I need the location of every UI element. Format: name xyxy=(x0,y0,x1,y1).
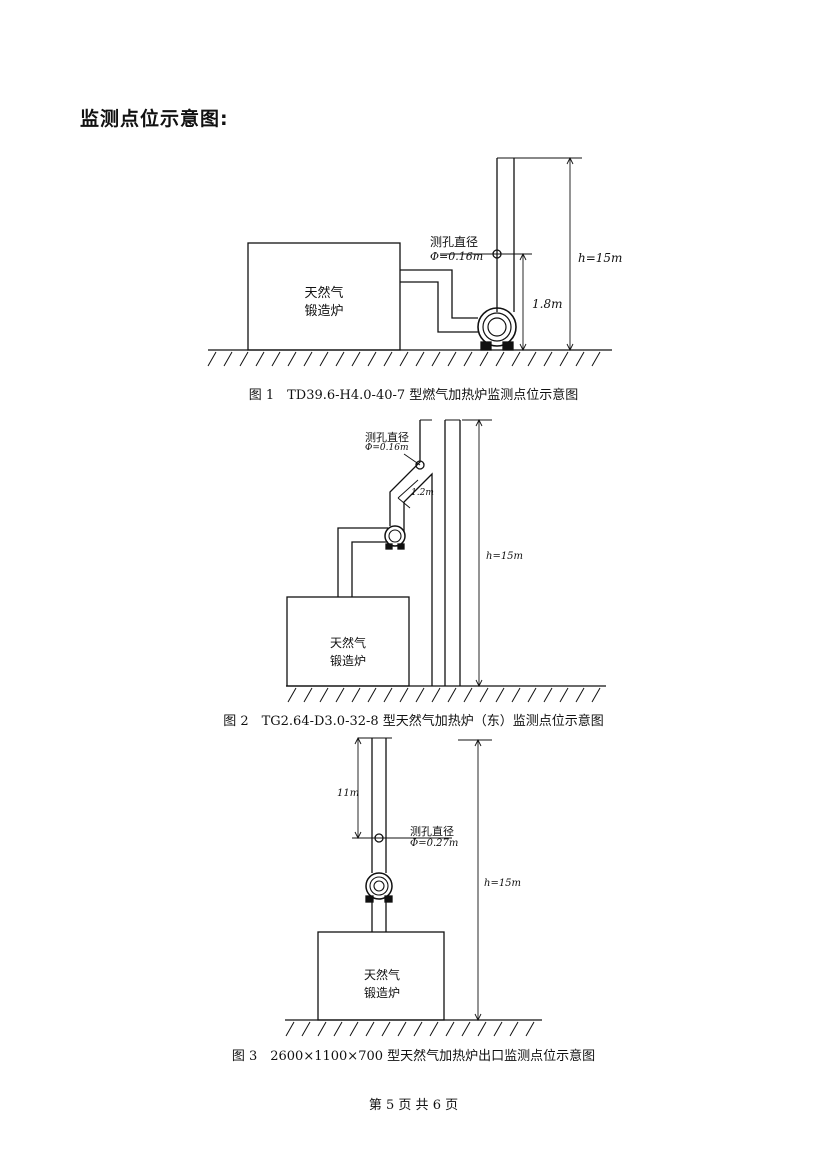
ground-hatch xyxy=(207,351,601,367)
riser-right xyxy=(351,541,388,597)
furnace-label-line1: 天然气 xyxy=(363,968,400,982)
page-title: 监测点位示意图: xyxy=(80,108,229,130)
duct-upper xyxy=(400,269,478,319)
figure-1-diagram xyxy=(207,156,612,367)
ground-hatch xyxy=(287,687,601,703)
figure-3-caption: 图 3 2600×1100×700 型天然气加热炉出口监测点位示意图 xyxy=(231,1049,596,1064)
hole-distance-dim xyxy=(397,479,419,499)
furnace-label-line2: 锻造炉 xyxy=(363,986,400,1000)
furnace-label-line1: 天然气 xyxy=(304,286,344,301)
inclined-duct-right xyxy=(403,472,433,686)
fan xyxy=(365,872,393,903)
hole-distance: 1.2m xyxy=(411,488,434,498)
furnace-box xyxy=(247,242,401,351)
stack-height: h=15m xyxy=(578,251,623,265)
furnace-label-line2: 锻造炉 xyxy=(329,654,366,668)
hole-leader xyxy=(403,453,421,466)
furnace-label: 天然气 锻造炉 xyxy=(318,634,378,670)
hole-diameter: Φ=0.16m xyxy=(430,250,484,263)
figure-2: 天然气 锻造炉 测孔直径 Φ=0.16m 1.2m h=15m xyxy=(0,410,827,710)
figure-2-caption: 图 2 TG2.64-D3.0-32-8 型天然气加热炉（东）监测点位示意图 xyxy=(223,714,604,729)
sampling-hole xyxy=(415,460,425,470)
hole-label: 测孔直径 xyxy=(365,431,409,444)
figure-3: 天然气 锻造炉 测孔直径 Φ=0.27m 11m h=15m xyxy=(0,736,827,1046)
fan xyxy=(384,525,406,550)
figure-1-caption: 图 1 TD39.6-H4.0-40-7 型燃气加热炉监测点位示意图 xyxy=(248,388,579,403)
furnace-box xyxy=(317,931,445,1021)
hole-diameter: Φ=0.27m xyxy=(410,838,459,849)
hole-depth: 11m xyxy=(337,788,360,799)
furnace-label: 天然气 锻造炉 xyxy=(352,966,412,1002)
hole-diameter: Φ=0.16m xyxy=(365,443,409,453)
stack-height: h=15m xyxy=(484,878,522,889)
furnace-label-line2: 锻造炉 xyxy=(304,304,344,319)
hole-height: 1.8m xyxy=(532,297,563,311)
riser-left xyxy=(337,527,388,597)
page-footer: 第 5 页 共 6 页 xyxy=(368,1098,459,1113)
inclined-duct-left xyxy=(389,420,421,526)
fan xyxy=(477,307,517,351)
figure-2-diagram xyxy=(286,418,606,703)
furnace-label: 天然气 锻造炉 xyxy=(296,285,352,321)
duct-lower xyxy=(400,281,478,333)
stack-height: h=15m xyxy=(486,551,524,562)
hole-label: 测孔直径 xyxy=(430,235,479,249)
furnace-label-line1: 天然气 xyxy=(329,636,366,650)
hole-label: 测孔直径 xyxy=(410,825,454,838)
figure-3-diagram xyxy=(285,736,542,1037)
furnace-box xyxy=(286,596,410,687)
figure-1: 天然气 锻造炉 测孔直径 Φ=0.16m 1.8m h=15m xyxy=(0,150,827,410)
ground-hatch xyxy=(285,1021,535,1037)
